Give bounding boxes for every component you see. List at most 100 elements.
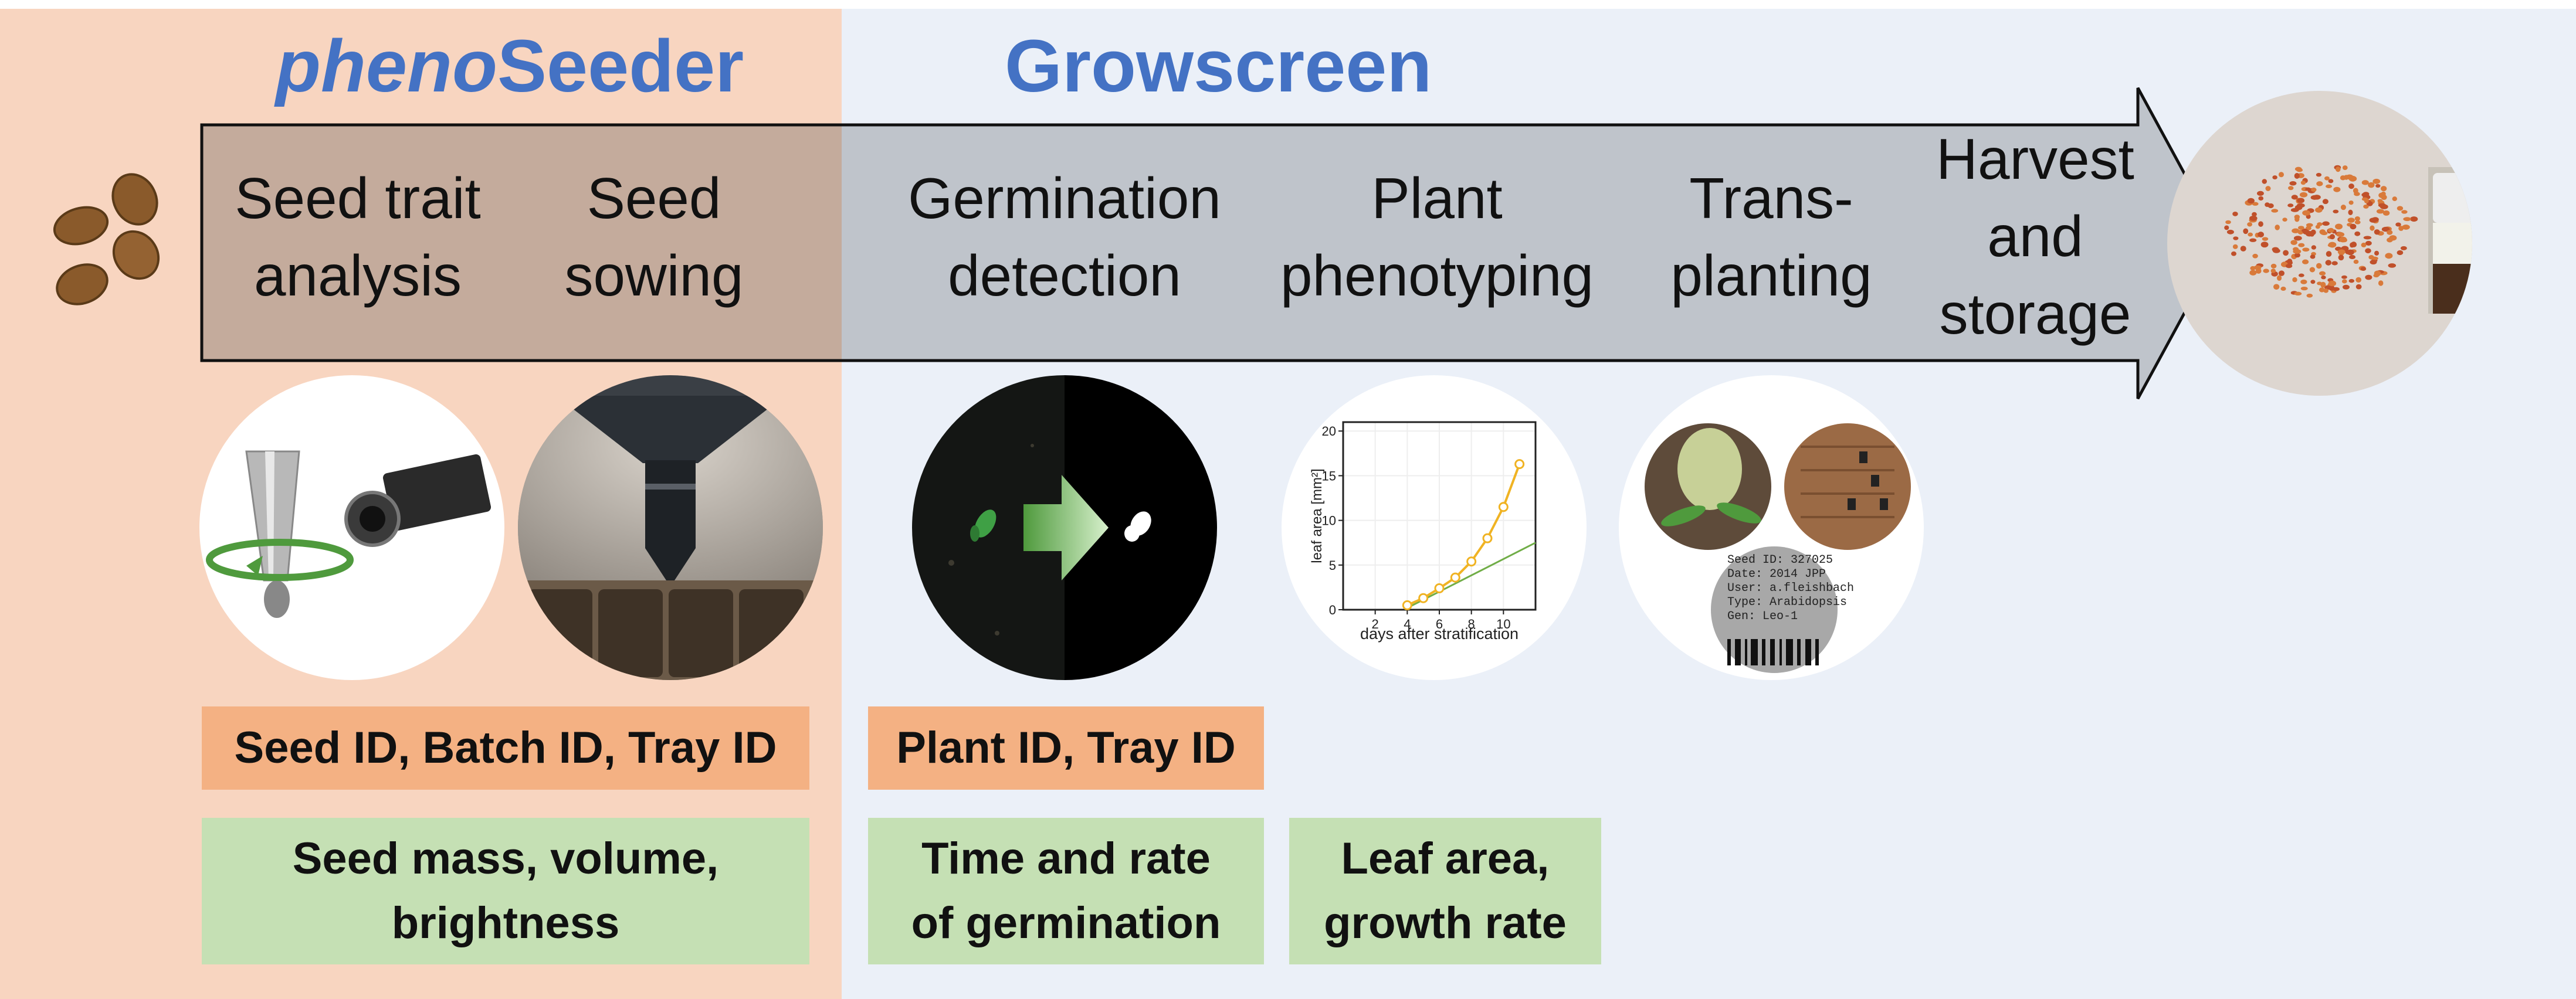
chart-fit-line <box>1406 542 1536 609</box>
harvest-seed <box>2348 254 2356 259</box>
harvest-seed <box>2298 243 2305 247</box>
harvest-seed <box>2371 217 2379 222</box>
step-germination-detection: Germination detection <box>908 166 1221 308</box>
harvest-seed <box>2348 200 2354 205</box>
harvest-seed <box>2226 229 2234 235</box>
harvest-seed <box>2306 293 2313 298</box>
harvest-seed <box>2310 254 2316 259</box>
harvest-seed <box>2311 187 2317 192</box>
harvest-seed <box>2387 237 2393 243</box>
harvest-seed <box>2347 218 2355 223</box>
harvest-seed <box>2374 250 2380 256</box>
chart-xtick-label: 6 <box>1436 617 1443 631</box>
harvest-seed <box>2360 267 2367 271</box>
harvest-seed <box>2315 207 2323 213</box>
harvest-seed <box>2319 271 2326 276</box>
harvest-seed <box>2294 291 2302 296</box>
seed-sowing-image <box>518 375 823 680</box>
harvest-seed <box>2278 270 2284 276</box>
harvest-seed <box>2354 220 2361 225</box>
harvest-seed <box>2376 209 2385 214</box>
harvest-seed <box>2342 284 2350 290</box>
harvest-seed <box>2370 225 2375 231</box>
harvest-seed <box>2240 246 2246 252</box>
harvest-seed <box>2365 274 2372 280</box>
harvest-seed <box>2326 184 2333 188</box>
harvest-seed <box>2263 269 2269 273</box>
harvest-seed <box>2325 260 2332 266</box>
harvest-seed <box>2297 198 2305 203</box>
harvest-seed <box>2381 186 2387 192</box>
harvest-seed <box>2332 287 2340 291</box>
harvest-seed <box>2283 250 2289 256</box>
harvest-seed <box>2305 226 2311 230</box>
harvest-seed <box>2322 199 2328 205</box>
storage-vial-icon <box>2428 167 2472 314</box>
harvest-seed <box>2319 229 2326 235</box>
harvest-seed <box>2270 269 2276 273</box>
harvest-seed <box>2378 203 2386 208</box>
harvest-seed <box>2300 286 2308 291</box>
harvest-seed <box>2316 263 2322 269</box>
harvest-seed <box>2292 228 2300 233</box>
harvest-seed <box>2273 284 2280 290</box>
harvest-seed <box>2392 196 2398 202</box>
harvest-seed <box>2354 216 2360 221</box>
chart-point <box>1418 593 1429 603</box>
trait-box-germination: Time and rate of germination <box>868 818 1264 964</box>
harvest-seed <box>2270 263 2277 269</box>
harvest-seed <box>2247 222 2253 227</box>
workflow-arrow <box>200 87 2224 400</box>
harvest-seed <box>2250 266 2256 271</box>
harvest-seed <box>2252 212 2257 217</box>
tube-label-line: Gen: Leo-1 <box>1727 610 1798 623</box>
harvest-seed <box>2247 198 2255 204</box>
harvest-seed <box>2323 288 2329 293</box>
harvest-seed <box>2353 188 2358 194</box>
harvest-seed <box>2344 175 2349 180</box>
harvest-seed <box>2355 284 2362 290</box>
harvest-seed <box>2260 242 2269 248</box>
harvest-seed <box>2348 209 2353 216</box>
chart-ylabel: leaf area [mm²] <box>1309 468 1325 563</box>
harvest-seed <box>2341 275 2347 279</box>
harvest-seed <box>2272 175 2277 179</box>
chart-xtick-label: 10 <box>1496 617 1510 631</box>
harvest-seed <box>2348 278 2355 283</box>
harvest-seed <box>2272 247 2279 252</box>
harvest-seed <box>2287 203 2294 208</box>
tube-label-line: User: a.fleishbach <box>1727 582 1854 595</box>
chart-ytick-label: 15 <box>1322 468 1336 483</box>
harvest-seed <box>2297 226 2304 230</box>
harvest-seed <box>2302 247 2310 252</box>
harvest-seed <box>2311 245 2317 250</box>
harvest-seed <box>2328 179 2334 184</box>
id-box-plant-tray: Plant ID, Tray ID <box>868 706 1264 790</box>
harvest-seed <box>2321 275 2326 280</box>
id-box-seed-batch-tray: Seed ID, Batch ID, Tray ID <box>202 706 809 790</box>
harvest-seed <box>2310 195 2319 200</box>
harvest-seed <box>2331 261 2338 266</box>
harvest-image <box>2167 91 2472 396</box>
harvest-seed <box>2249 238 2257 242</box>
harvest-seed <box>2385 253 2393 259</box>
harvest-seed <box>2403 217 2411 222</box>
harvest-seed <box>2306 223 2313 227</box>
harvest-seed <box>2296 168 2303 172</box>
chart-point <box>1498 502 1509 512</box>
harvest-seed <box>2275 225 2280 230</box>
harvest-seed <box>2368 182 2375 188</box>
harvest-seed <box>2249 215 2258 221</box>
harvest-seed <box>2298 273 2304 277</box>
chart-xlabel: days after stratification <box>1360 625 1519 643</box>
harvest-seed <box>2294 216 2300 222</box>
harvest-seed <box>2290 208 2299 212</box>
chart-point <box>1434 583 1445 593</box>
harvest-seed <box>2225 220 2231 225</box>
harvest-seed <box>2353 259 2359 264</box>
chart-point <box>1402 600 1412 610</box>
harvest-seed <box>2309 232 2314 237</box>
chart-ytick-label: 0 <box>1329 603 1336 617</box>
step-plant-phenotyping: Plant phenotyping <box>1280 166 1594 308</box>
